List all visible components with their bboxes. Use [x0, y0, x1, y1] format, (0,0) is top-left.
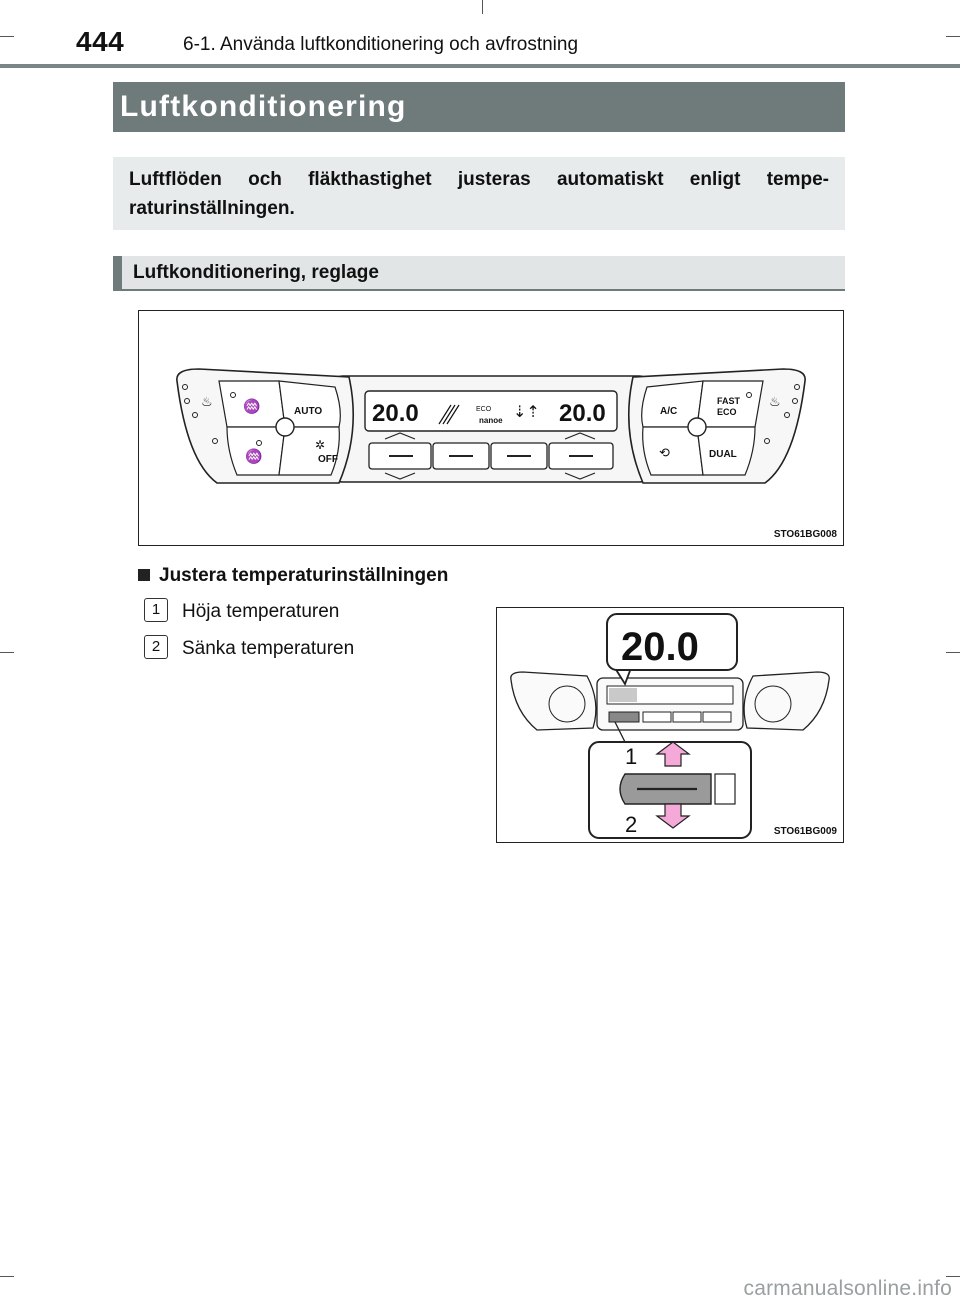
figure-code: STO61BG009: [773, 826, 837, 837]
step-number-badge: 1: [144, 598, 168, 622]
step-item: 2 Sänka temperaturen: [144, 635, 355, 661]
arrow-up-icon: [655, 741, 691, 767]
step-item: 1 Höja temperaturen: [144, 598, 340, 624]
indicator-dots: [746, 384, 800, 444]
seat-heater-icon: ♨: [201, 394, 213, 409]
crop-mark: [946, 36, 960, 37]
display-temp-right: 20.0: [559, 400, 606, 427]
figure-code: STO61BG008: [773, 529, 837, 540]
crop-mark: [946, 652, 960, 653]
control-panel-illustration: 20.0 20.0 ECO nanoe ⇣⇡ ♒: [176, 368, 806, 484]
off-label: OFF: [318, 454, 338, 465]
fan-level-icon: [438, 404, 460, 425]
crop-mark: [0, 652, 14, 653]
bullet-square-icon: [138, 569, 150, 581]
rear-defrost-button[interactable]: [226, 426, 286, 476]
crop-mark: [0, 1276, 14, 1277]
highlighted-temp-button[interactable]: [608, 711, 640, 723]
watermark: carmanualsonline.info: [743, 1277, 952, 1300]
temperature-adjust-illustration: 20.0 1 2: [510, 613, 830, 839]
display-temp-left: 20.0: [372, 400, 419, 427]
left-vent: [510, 671, 597, 731]
subsection-heading: Justera temperaturinställningen: [138, 565, 448, 587]
callout-display-value: 20.0: [621, 625, 699, 669]
page-title: Luftkonditionering: [113, 82, 845, 132]
temperature-adjust-figure: 20.0 1 2 STO61BG009: [496, 607, 844, 843]
left-center-knob: [275, 417, 295, 437]
dual-label: DUAL: [709, 449, 737, 460]
control-panel-figure: 20.0 20.0 ECO nanoe ⇣⇡ ♒: [138, 310, 844, 546]
crop-mark: [0, 36, 14, 37]
section-heading: Luftkonditionering, reglage: [113, 256, 845, 291]
intro-text: Luftflöden och fläkthastighet justeras a…: [113, 157, 845, 230]
panel-button[interactable]: [702, 711, 732, 723]
fan-off-button[interactable]: [278, 426, 340, 476]
seat-heater-icon: ♨: [769, 394, 781, 409]
arrow-down-icon: [655, 803, 691, 829]
page-number: 444: [76, 26, 125, 57]
right-vent: [743, 671, 830, 731]
fast-label: FAST: [717, 396, 741, 406]
ac-label: A/C: [660, 406, 677, 417]
panel-button[interactable]: [642, 711, 672, 723]
fast-eco-label: ECO: [717, 407, 737, 417]
airflow-mode-icon: ⇣⇡: [513, 404, 540, 421]
temp-rocker-row: [368, 432, 614, 480]
recirculation-icon: ⟲: [659, 445, 670, 460]
display-eco-label: ECO: [476, 406, 492, 413]
panel-button[interactable]: [672, 711, 702, 723]
chapter-title: 6-1. Använda luftkonditionering och avfr…: [183, 34, 579, 55]
header-divider: [0, 64, 960, 68]
indicator-dots: [182, 384, 262, 446]
display-nanoe-label: nanoe: [479, 416, 503, 425]
defrost-icon: ♒: [243, 398, 260, 415]
step-number-badge: 2: [144, 635, 168, 659]
callout-number-2: 2: [625, 812, 637, 837]
recirculation-button[interactable]: [642, 426, 704, 476]
display-callout: [606, 613, 738, 671]
crop-mark: [946, 1276, 960, 1277]
callout-number-1: 1: [625, 744, 637, 769]
rear-defrost-icon: ♒: [245, 448, 262, 465]
step-text: Höja temperaturen: [182, 601, 340, 623]
crop-mark: [482, 0, 483, 14]
dual-button[interactable]: [696, 426, 756, 476]
subsection-heading-text: Justera temperaturinställningen: [159, 565, 449, 586]
fan-icon: ✲: [315, 438, 325, 452]
auto-label: AUTO: [294, 406, 322, 417]
right-center-knob: [687, 417, 707, 437]
step-text: Sänka temperaturen: [182, 638, 355, 660]
